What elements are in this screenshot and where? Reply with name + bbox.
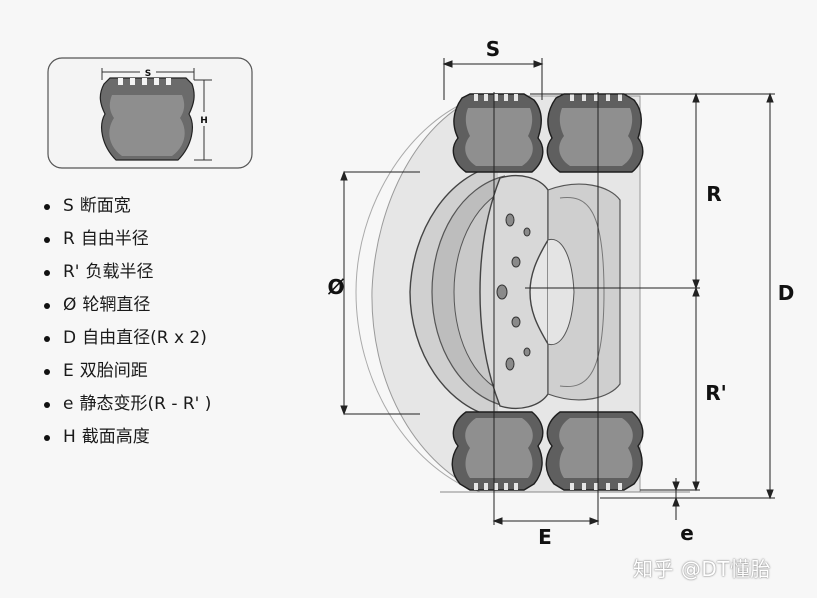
- bullet-icon: [44, 236, 50, 243]
- label-r: R: [706, 182, 721, 206]
- label-s: S: [486, 37, 500, 61]
- bullet-icon: [44, 401, 50, 408]
- label-r-prime: R': [705, 381, 727, 405]
- watermark: 知乎 @DT懂胎: [633, 557, 771, 581]
- label-d: D: [778, 281, 795, 305]
- dimension-lines: [340, 58, 775, 525]
- legend-item: R'负载半径: [44, 256, 211, 289]
- bullet-icon: [44, 335, 50, 342]
- inset-s-label: S: [145, 69, 151, 79]
- bullet-icon: [44, 434, 50, 441]
- label-e-upper: E: [538, 525, 552, 549]
- tire-bottom-right: [545, 411, 644, 491]
- label-rim-diameter: Ø: [327, 275, 344, 299]
- dual-tire-assembly: [355, 93, 690, 493]
- inset-h-label: H: [200, 116, 208, 126]
- bullet-icon: [44, 203, 50, 210]
- tire-top-left: [452, 93, 544, 173]
- tire-top-right: [546, 93, 644, 173]
- bullet-icon: [44, 302, 50, 309]
- bullet-icon: [44, 269, 50, 276]
- tire-bottom-left: [451, 411, 544, 491]
- label-e-lower: e: [680, 521, 694, 545]
- inset-cross-section: S H: [47, 57, 253, 169]
- bullet-icon: [44, 368, 50, 375]
